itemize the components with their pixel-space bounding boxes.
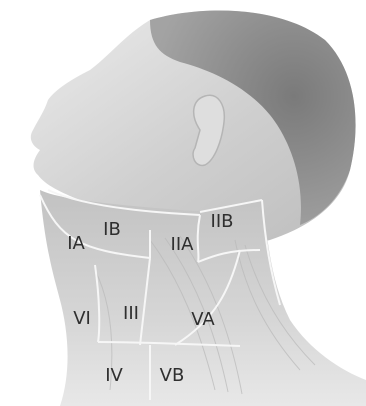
label-VI: VI xyxy=(73,308,91,329)
label-VA: VA xyxy=(191,309,215,330)
label-VB: VB xyxy=(160,365,185,386)
label-IIB: IIB xyxy=(211,211,234,232)
label-IV: IV xyxy=(105,365,123,386)
label-IA: IA xyxy=(67,233,85,254)
label-III: III xyxy=(123,303,139,324)
label-IB: IB xyxy=(103,219,121,240)
label-IIA: IIA xyxy=(171,234,195,255)
neck-shape xyxy=(40,190,366,406)
